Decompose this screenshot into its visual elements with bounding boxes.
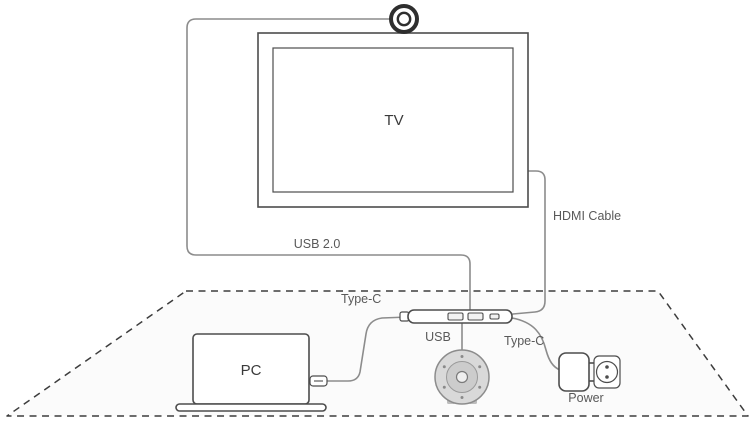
hub-port-1 xyxy=(447,312,464,321)
power-adapter xyxy=(558,352,595,392)
usb2-cable xyxy=(186,18,471,310)
webcam-icon xyxy=(389,4,419,34)
hdmi-cable xyxy=(512,170,546,315)
pc-label: PC xyxy=(241,362,262,379)
typec-left-label: Type-C xyxy=(341,292,381,306)
tv-screen xyxy=(272,47,514,193)
speakerphone xyxy=(434,349,490,405)
typec-cable-hub-power xyxy=(511,317,561,371)
typec-cable-laptop-hub xyxy=(325,316,409,382)
usb2-label: USB 2.0 xyxy=(294,237,341,251)
laptop: PC xyxy=(175,333,327,412)
usb-label: USB xyxy=(425,330,451,344)
typec-right-label: Type-C xyxy=(504,334,544,348)
usb-hub xyxy=(399,309,513,324)
hub-port-2 xyxy=(467,312,484,321)
power-label: Power xyxy=(568,391,603,405)
table-surface xyxy=(6,290,749,417)
hdmi-label: HDMI Cable xyxy=(553,209,621,223)
laptop-base xyxy=(175,403,327,412)
usb-plug-icon xyxy=(309,375,328,387)
tv-label: TV xyxy=(384,112,403,129)
power-outlet-icon xyxy=(593,355,621,389)
hub-port-3 xyxy=(489,313,500,320)
